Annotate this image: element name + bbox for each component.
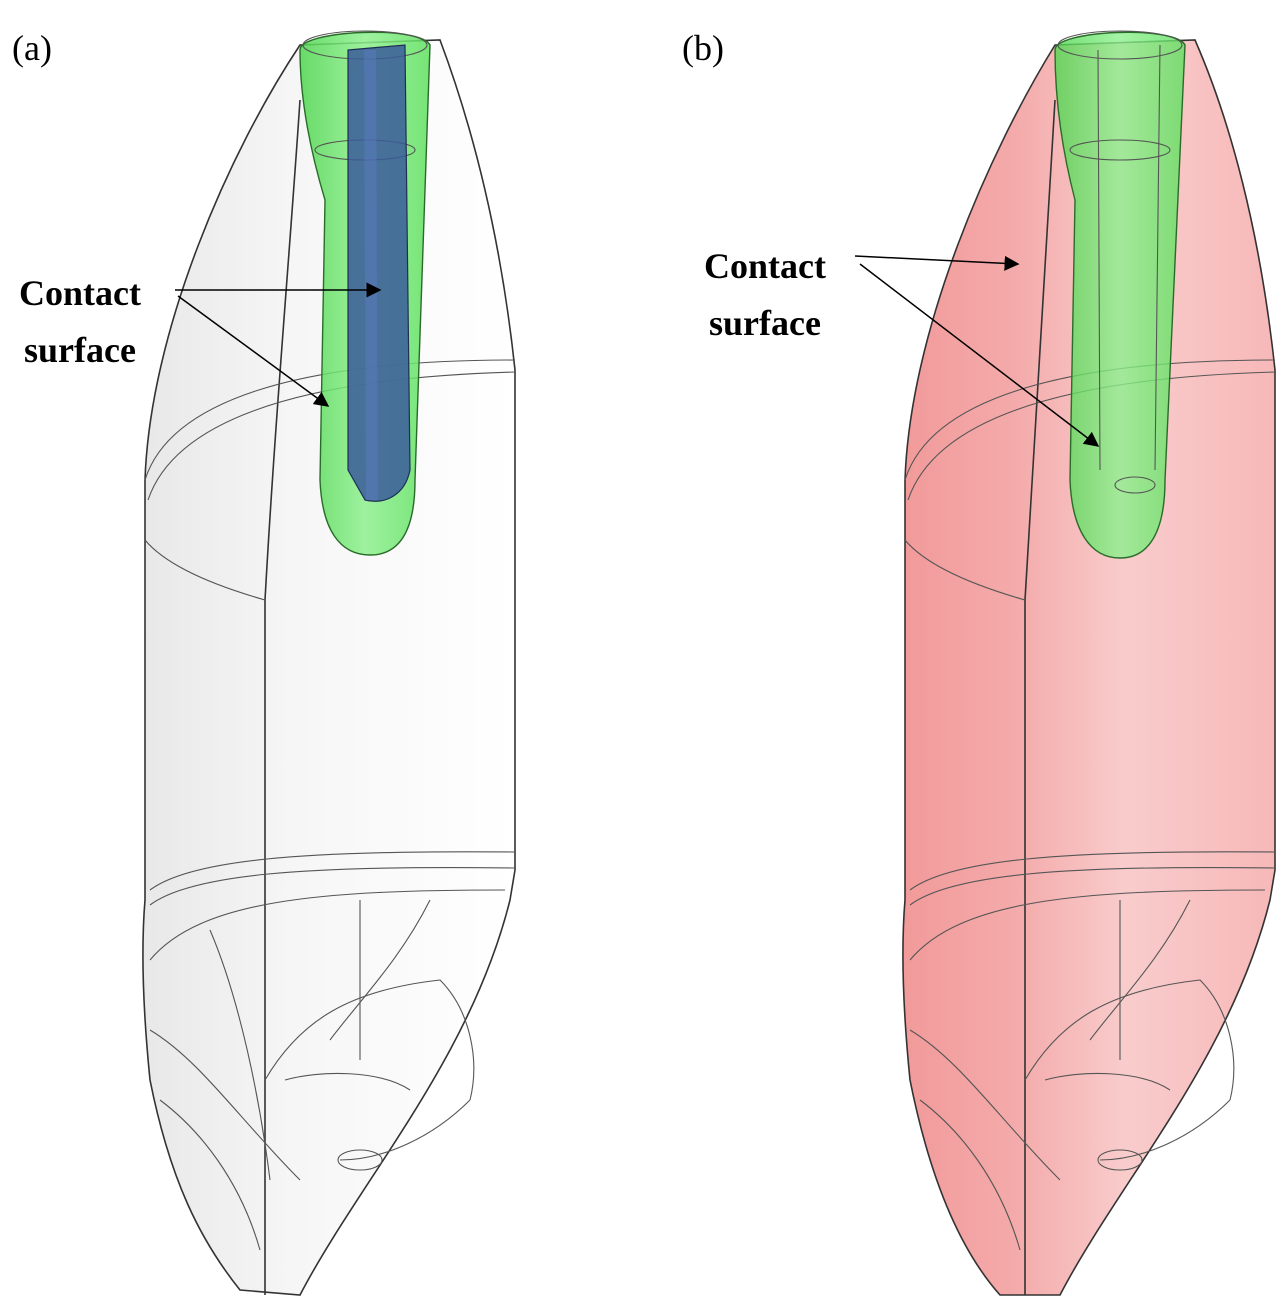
panel-b: (b) Contact surface [682, 28, 1276, 1296]
panel-label-a: (a) [12, 28, 52, 68]
annotation-a-line2: surface [24, 330, 136, 370]
arrow-b-1 [854, 255, 1020, 271]
blue-rod-a [347, 44, 411, 502]
arrow-b-2 [859, 263, 1100, 447]
seam-line-a [264, 99, 301, 1295]
annotation-b-line2: surface [709, 303, 821, 343]
arrow-a-2 [177, 295, 330, 407]
panel-a: (a) Contact surface [12, 28, 516, 1296]
green-sleeve-b [1054, 31, 1186, 559]
body-outline-a [142, 39, 516, 1296]
annotation-a-line1: Contact [19, 273, 141, 313]
panel-label-b: (b) [682, 28, 724, 68]
body-outline-b [902, 39, 1276, 1296]
annotation-b-line1: Contact [704, 246, 826, 286]
